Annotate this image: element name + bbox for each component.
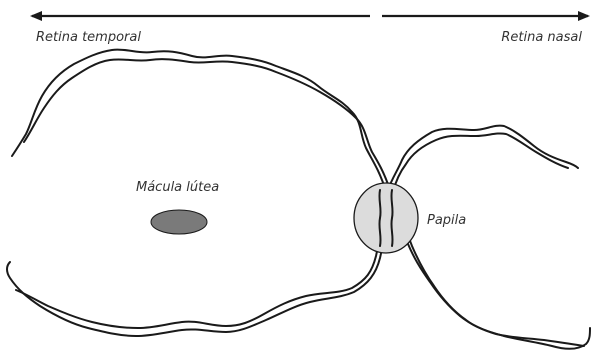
papila-central-vessel-2 bbox=[391, 190, 392, 246]
papila-central-vessel-1 bbox=[379, 190, 380, 246]
macula-lutea-spot bbox=[151, 210, 207, 234]
temporal-upper-arcade-vessel-1 bbox=[12, 50, 385, 188]
retina-temporal-label: Retina temporal bbox=[36, 30, 141, 45]
nasal-upper-vessel-2 bbox=[393, 133, 568, 192]
macula-lutea-label: Mácula lútea bbox=[136, 180, 219, 195]
papila-label: Papila bbox=[427, 213, 466, 228]
retina-nasal-label: Retina nasal bbox=[501, 30, 582, 45]
papila-optic-disc bbox=[354, 183, 418, 253]
temporal-upper-arcade-vessel-2 bbox=[24, 59, 390, 190]
